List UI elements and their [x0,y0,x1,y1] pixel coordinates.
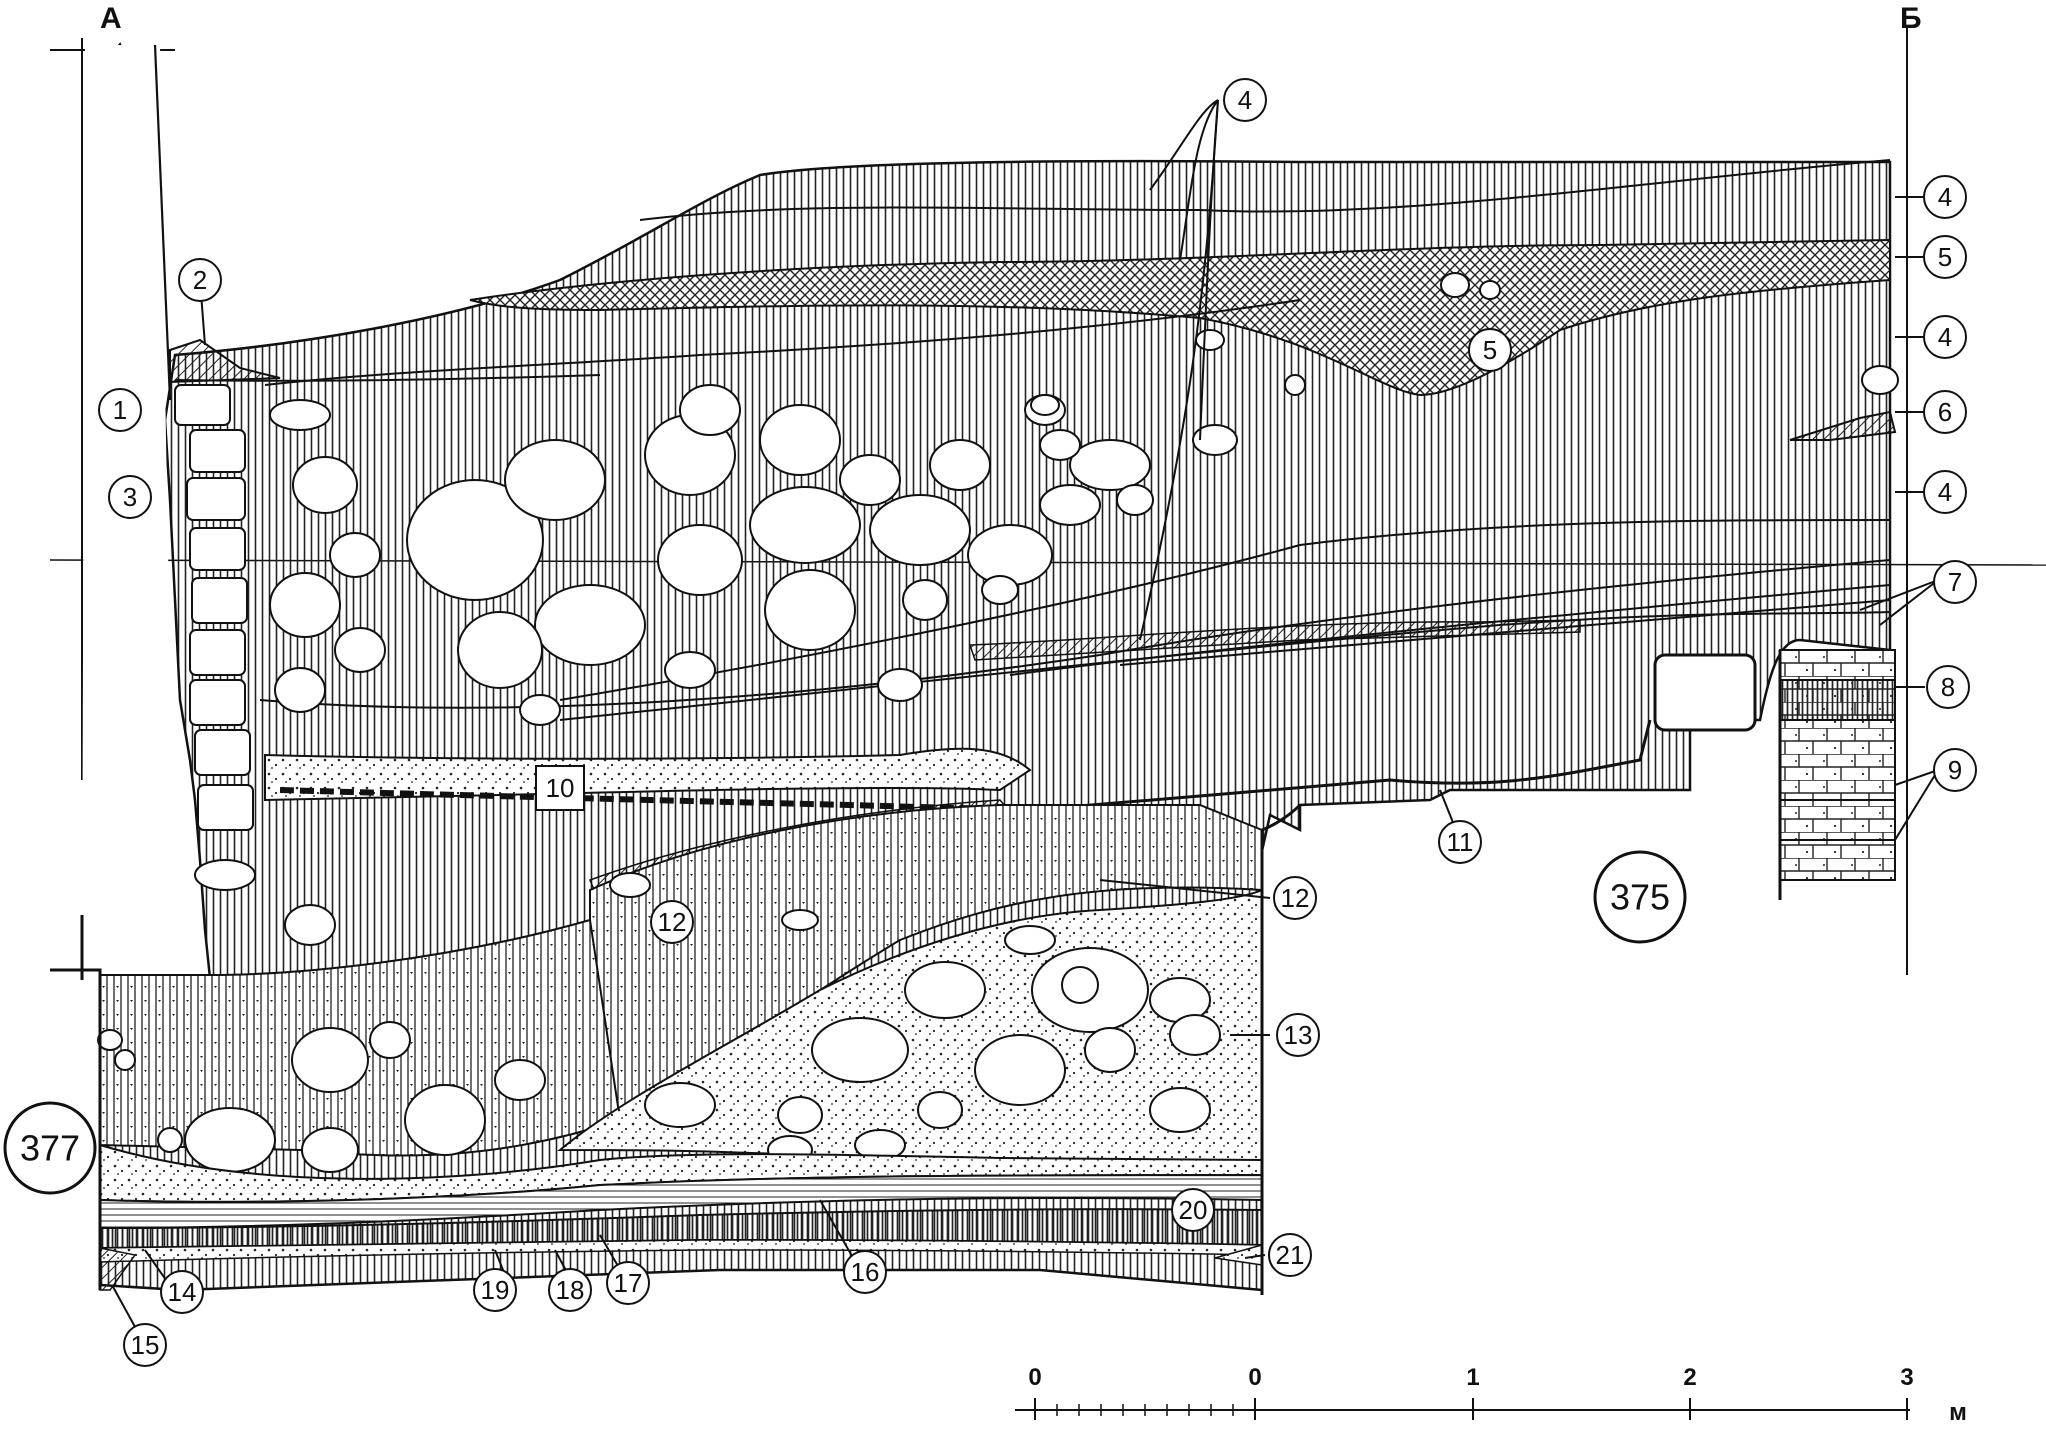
label-layer: 1234444556789101112121314151617181920213… [3,2,1977,1426]
feature-label-f375: 375 [1593,850,1687,944]
layer-label-text: 4 [1238,85,1252,115]
layer-label-text: 6 [1938,397,1952,427]
layer-label-l13: 13 [1276,1013,1320,1057]
feature-label-f377: 377 [3,1101,97,1195]
layer-label-text: 1 [113,395,127,425]
right-column [1778,649,1896,900]
layer-label-l4b: 4 [1923,175,1967,219]
layer-label-l17: 17 [606,1261,650,1305]
layer-label-text: 17 [614,1268,643,1298]
layer-label-l3: 3 [108,475,152,519]
layer-label-text: 11 [1447,827,1474,857]
layer-label-text: 12 [658,907,687,937]
layer-5-band [469,238,1891,397]
scale-tick-label: 3 [1900,1364,1913,1391]
stones-lower-cluster [644,925,1221,1165]
scale-unit: м [1949,1399,1967,1426]
scale-tick-label: 2 [1683,1364,1696,1391]
layer-label-text: 3 [123,482,137,512]
layer-label-text: 4 [1938,477,1952,507]
layer-label-l2: 2 [178,258,222,302]
stones-left-cluster [97,859,819,1173]
scale-bar [1015,1398,1910,1420]
layer-label-text: 4 [1938,322,1952,352]
layer-label-text: 13 [1284,1020,1313,1050]
cut-lines [50,803,1302,1295]
layer-label-text: 12 [1281,883,1310,913]
layer-label-text: 4 [1938,182,1952,212]
layer-label-text: 16 [851,1257,880,1287]
layer-label-l5b: 5 [1468,328,1512,372]
stones-upper-cluster [269,272,1899,726]
layer-label-text: 8 [1941,672,1955,702]
layer-label-text: 7 [1948,567,1962,597]
layer-10-band [264,747,1032,802]
layer-label-text: 14 [168,1277,197,1307]
layer-3-stone-column [174,384,254,831]
layer-7-lenses [968,619,1581,661]
layer-label-l11: 11 [1438,820,1482,864]
layer-12-lower-left [99,918,622,1157]
feature-label-text: 375 [1610,877,1670,918]
layer-label-l19: 19 [473,1268,517,1312]
layer-label-l16: 16 [843,1250,887,1294]
scale-tick-label: 1 [1466,1364,1479,1391]
layer-label-l1: 1 [98,388,142,432]
pit-375-niche [1653,653,1757,732]
section-marker-right: Б [1900,2,1922,35]
layer-label-l4a: 4 [1223,78,1267,122]
layer-label-l20: 20 [1171,1188,1215,1232]
layer-label-l12a: 12 [1273,876,1317,920]
scale-tick-label: 0 [1248,1364,1261,1391]
layer-label-text: 5 [1938,242,1952,272]
layer-6-lens [1789,410,1897,441]
layer-label-text: 20 [1179,1195,1208,1225]
layer-label-l12b: 12 [650,900,694,944]
layer-label-l4d: 4 [1923,470,1967,514]
section-marker-left: А [100,2,122,35]
layer-label-l4c: 4 [1923,315,1967,359]
layer-label-l10: 10 [535,765,585,811]
scale-tick-label: 0 [1028,1364,1041,1391]
layer-label-l7: 7 [1933,560,1977,604]
layer-label-l5a: 5 [1923,235,1967,279]
layer-label-l14: 14 [160,1270,204,1314]
layer-label-text: 9 [1948,755,1962,785]
layer-label-l15: 15 [123,1323,167,1367]
layer-label-l21: 21 [1268,1233,1312,1277]
layer-label-text: 10 [546,773,575,803]
layer-label-l8: 8 [1926,665,1970,709]
layer-label-text: 15 [131,1330,160,1360]
layer-label-l6: 6 [1923,390,1967,434]
layer-label-l9: 9 [1933,748,1977,792]
layer-label-text: 18 [556,1275,585,1305]
feature-label-text: 377 [20,1128,80,1169]
layer-label-text: 5 [1483,335,1497,365]
layer-label-text: 21 [1276,1240,1305,1270]
layer-11-bottom-edge [1029,719,1652,812]
layer-label-l18: 18 [548,1268,592,1312]
layer-label-text: 2 [193,265,207,295]
layer-label-text: 19 [481,1275,510,1305]
